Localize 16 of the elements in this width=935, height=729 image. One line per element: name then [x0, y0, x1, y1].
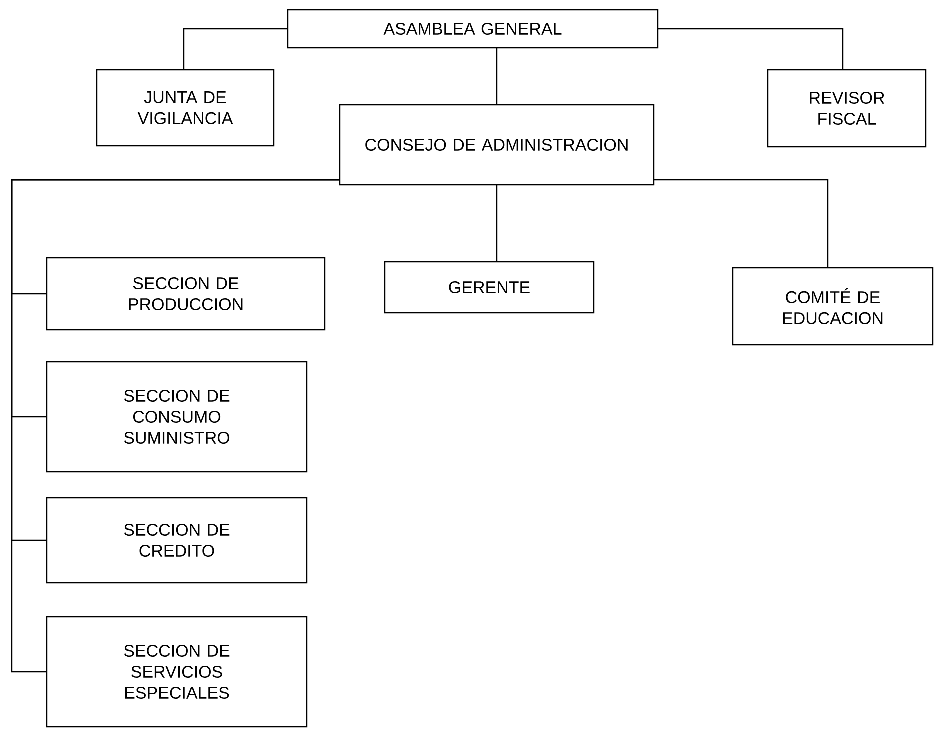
connector-line: [658, 28, 844, 70]
connector-line: [496, 48, 498, 105]
org-box: SECCION DE SERVICIOS ESPECIALES: [46, 616, 308, 728]
org-box: COMITÉ DE EDUCACION: [732, 267, 934, 346]
org-box: SECCION DE PRODUCCION: [46, 257, 326, 331]
org-box: CONSEJO DE ADMINISTRACION: [339, 104, 655, 186]
org-box: GERENTE: [384, 261, 595, 314]
org-box: SECCION DE CONSUMO SUMINISTRO: [46, 361, 308, 473]
connector-line: [183, 28, 288, 70]
connector-line: [496, 185, 498, 262]
org-box: SECCION DE CREDITO: [46, 497, 308, 584]
org-box: JUNTA DE VIGILANCIA: [96, 69, 275, 147]
org-box: ASAMBLEA GENERAL: [287, 9, 659, 49]
connector-line: [654, 179, 829, 268]
connector-line: [11, 179, 340, 673]
org-box: REVISOR FISCAL: [767, 69, 927, 148]
